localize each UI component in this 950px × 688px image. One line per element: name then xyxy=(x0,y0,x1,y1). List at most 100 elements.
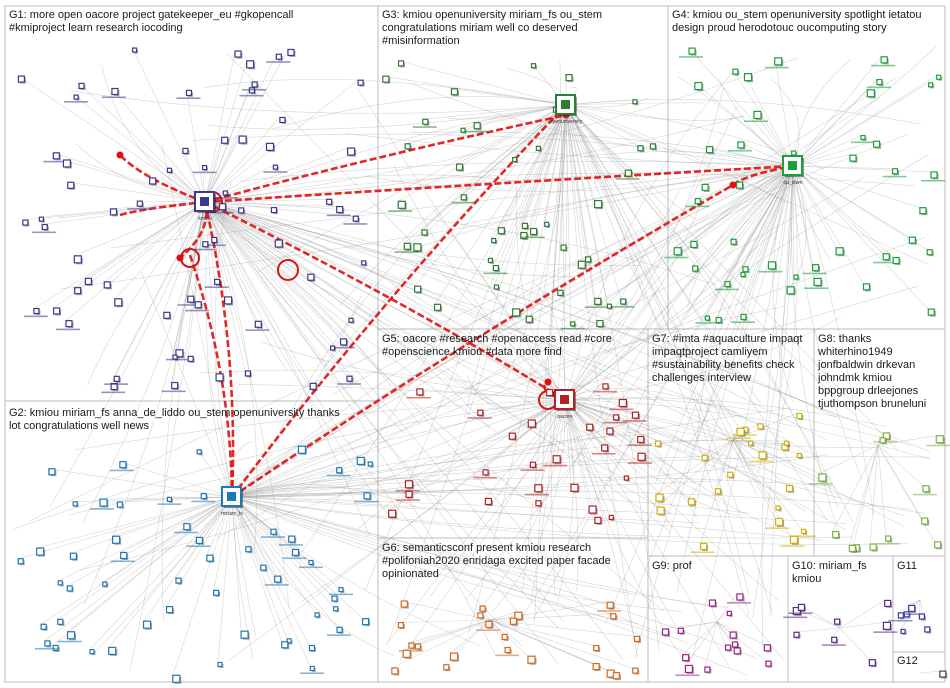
edge xyxy=(761,165,794,646)
edge xyxy=(231,467,337,498)
edge xyxy=(231,134,908,498)
edge xyxy=(204,174,523,203)
node-marker xyxy=(487,257,494,264)
hub-node-icon xyxy=(561,100,570,109)
edge xyxy=(231,496,853,539)
node-caption-mark xyxy=(185,309,210,312)
edge xyxy=(742,165,794,267)
node-caption-mark xyxy=(23,315,48,318)
node-marker xyxy=(36,547,45,556)
edge xyxy=(231,76,898,498)
edge xyxy=(550,104,567,597)
edge xyxy=(13,399,566,530)
edge xyxy=(204,201,349,349)
node-marker xyxy=(357,79,364,86)
node-marker xyxy=(606,601,614,609)
node-marker xyxy=(757,423,764,430)
node-caption-mark xyxy=(543,464,568,467)
edge xyxy=(199,370,566,401)
node-marker xyxy=(633,635,641,642)
hub-label: openuniversity xyxy=(550,119,583,125)
edge xyxy=(204,201,930,452)
edge xyxy=(565,104,646,305)
edge xyxy=(477,399,566,411)
edge xyxy=(33,201,206,309)
node-caption-mark xyxy=(177,304,202,306)
node-marker xyxy=(699,542,708,551)
node-marker xyxy=(185,89,193,96)
edge xyxy=(366,165,794,192)
edge xyxy=(422,104,567,120)
node-caption-mark xyxy=(808,483,833,485)
edge xyxy=(388,399,566,471)
node-marker xyxy=(753,110,762,120)
edge xyxy=(421,104,567,231)
edge xyxy=(564,399,807,513)
edge xyxy=(413,104,567,245)
node-marker xyxy=(570,321,576,327)
node-marker xyxy=(331,595,338,602)
edge xyxy=(18,496,233,560)
edge xyxy=(231,492,751,514)
edge xyxy=(204,201,582,277)
node-marker xyxy=(287,48,295,57)
node-marker xyxy=(897,612,904,619)
edge xyxy=(732,439,783,445)
node-marker xyxy=(656,506,665,515)
node-marker xyxy=(835,247,844,256)
edge xyxy=(231,496,310,646)
node-caption-mark xyxy=(609,408,634,411)
edge xyxy=(792,165,932,173)
node-marker xyxy=(601,444,609,452)
node-marker xyxy=(217,661,223,668)
node-marker xyxy=(742,266,749,273)
node-marker xyxy=(260,564,267,571)
node-marker xyxy=(485,620,493,628)
edge xyxy=(485,399,566,499)
edge xyxy=(724,165,794,282)
node-marker xyxy=(102,581,108,587)
edge xyxy=(416,388,566,401)
node-marker xyxy=(403,242,411,250)
edge xyxy=(204,201,797,538)
edge xyxy=(213,496,233,591)
node-marker xyxy=(131,47,138,53)
node-marker xyxy=(388,509,397,518)
edge xyxy=(557,104,567,291)
node-marker xyxy=(534,484,543,493)
edge xyxy=(919,670,940,674)
node-caption-mark xyxy=(191,500,216,503)
node-marker xyxy=(792,606,801,616)
edge xyxy=(120,496,233,553)
node-marker xyxy=(922,485,930,493)
node-caption-mark xyxy=(298,566,323,569)
node-caption-mark xyxy=(732,434,757,436)
edge xyxy=(204,201,716,286)
edge xyxy=(450,619,491,654)
group-box-g3 xyxy=(377,5,669,330)
edge xyxy=(560,104,567,246)
edge xyxy=(792,135,862,167)
node-marker xyxy=(860,134,866,141)
edge xyxy=(564,189,681,401)
hub-node-icon xyxy=(200,197,209,206)
node-marker xyxy=(737,141,745,149)
node-caption-mark xyxy=(603,421,628,424)
edge xyxy=(839,600,885,629)
node-marker xyxy=(552,455,561,464)
node-caption-mark xyxy=(898,613,923,615)
edge xyxy=(564,399,832,479)
edge xyxy=(565,104,586,257)
edge xyxy=(489,619,594,664)
edge xyxy=(565,104,750,596)
node-marker xyxy=(66,585,73,592)
node-marker xyxy=(529,227,538,236)
edge xyxy=(564,195,704,401)
edge xyxy=(412,83,794,167)
node-marker xyxy=(785,484,794,493)
edge xyxy=(231,489,913,510)
edge xyxy=(514,165,794,630)
node-marker xyxy=(270,528,277,535)
node-caption-mark xyxy=(161,390,186,393)
node-marker xyxy=(765,660,772,667)
